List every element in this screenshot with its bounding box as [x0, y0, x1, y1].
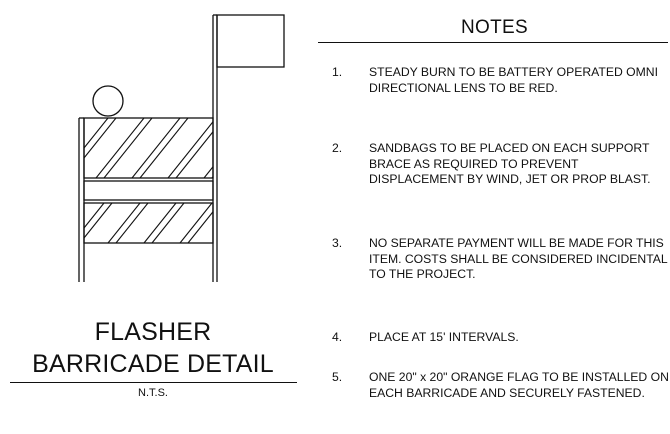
hatch-stripe-lower	[83, 202, 105, 229]
scale-note: N.T.S.	[138, 387, 168, 399]
title-underline	[10, 382, 297, 383]
note-text: SANDBAGS TO BE PLACED ON EACH SUPPORT BR…	[369, 141, 651, 186]
hatch-stripe-lower	[115, 202, 149, 244]
hatch-stripe-lower	[179, 202, 213, 244]
note-number: 1.	[332, 65, 343, 79]
note-number: 3.	[332, 236, 343, 250]
hatch-stripe-upper	[83, 117, 117, 159]
hatch-stripe-upper	[211, 176, 214, 179]
hatch-stripe-upper	[139, 117, 189, 179]
hatch-stripe-lower	[143, 202, 177, 244]
hatch-stripe-upper	[175, 131, 214, 179]
lower-rail	[83, 202, 214, 244]
hatch-stripe-upper	[167, 121, 214, 179]
hatch-stripe-upper	[95, 117, 145, 179]
hatch-stripe-upper	[203, 166, 214, 179]
flasher-light	[92, 85, 124, 117]
note-text: NO SEPARATE PAYMENT WILL BE MADE FOR THI…	[369, 236, 668, 281]
notes-heading: NOTES	[461, 17, 528, 38]
hatch-stripe-lower	[187, 211, 214, 244]
hatch-stripe-upper	[83, 117, 109, 149]
notes-underline	[318, 42, 668, 43]
note-number: 5.	[332, 370, 343, 384]
hatch-stripe-lower	[151, 202, 185, 244]
hatch-stripe-upper	[103, 117, 153, 179]
note-text: PLACE AT 15' INTERVALS.	[369, 330, 519, 344]
detail-title-line1: FLASHER	[94, 318, 212, 346]
middle-rail	[83, 180, 214, 201]
note-number: 4.	[332, 330, 343, 344]
note-number: 2.	[332, 141, 343, 155]
support-legs	[78, 117, 85, 282]
note-text: STEADY BURN TO BE BATTERY OPERATED OMNI …	[369, 65, 658, 95]
hatch-stripe-lower	[107, 202, 141, 244]
note-text: ONE 20" x 20" ORANGE FLAG TO BE INSTALLE…	[369, 370, 669, 400]
hatch-stripe-upper	[131, 117, 181, 179]
detail-title-line2: BARRICADE DETAIL	[32, 350, 274, 378]
flag	[216, 14, 285, 68]
hatch-stripe-lower	[83, 202, 113, 239]
